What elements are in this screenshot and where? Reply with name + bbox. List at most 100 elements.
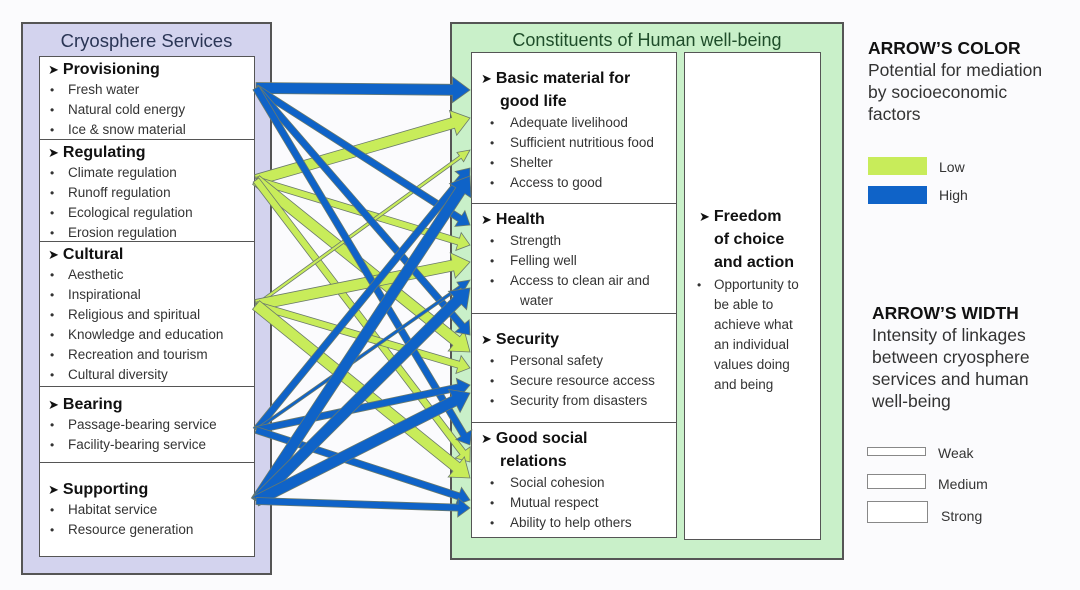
bullet-arrow-icon: ➤ [48, 62, 59, 77]
color-swatch-high [868, 186, 927, 204]
freedom-description: •Opportunity to be able to achieve what … [697, 277, 799, 392]
service-item: •Knowledge and education [50, 327, 224, 342]
wellbeing-item: •Ability to help others [490, 515, 632, 530]
service-item: •Ice & snow material [50, 122, 186, 137]
wellbeing-item: •Shelter [490, 155, 553, 170]
bullet-arrow-icon: ➤ [481, 71, 492, 86]
color-label-high: High [939, 187, 968, 203]
bullet-arrow-icon: ➤ [48, 145, 59, 160]
bullet-arrow-icon: ➤ [481, 431, 492, 446]
width-swatch-weak [867, 447, 926, 456]
color-legend-title: ARROW’S COLOR [868, 38, 1021, 58]
human-wellbeing-title: Constituents of Human well-being [512, 30, 782, 50]
service-item: •Fresh water [50, 82, 140, 97]
service-box-cultural: ➤Cultural •Aesthetic •Inspirational •Rel… [39, 241, 255, 387]
service-item: •Climate regulation [50, 165, 177, 180]
width-legend: ARROW’S WIDTH Intensity of linkages betw… [872, 303, 1030, 412]
linkage-arrow-bearing-to-good-social-relations [254, 426, 471, 506]
freedom-heading: ➤Freedom of choice and action [699, 208, 795, 271]
linkage-arrow-cultural-to-health [254, 252, 471, 311]
color-legend-desc-line: factors [868, 104, 921, 124]
linkage-arrow-regulating-to-security [252, 175, 471, 353]
linkage-arrow-supporting-to-security [252, 388, 471, 507]
color-legend-desc-line: by socioeconomic [868, 82, 1008, 102]
wellbeing-item: •Adequate livelihood [490, 115, 628, 130]
wellbeing-box-freedom: ➤Freedom of choice and action •Opportuni… [684, 52, 821, 540]
wellbeing-item: •Security from disasters [490, 393, 648, 408]
wellbeing-box-social-relations: ➤Good social relations •Social cohesion … [471, 422, 677, 538]
linkage-arrow-bearing-to-basic-material-for-good-life [252, 167, 471, 433]
linkage-arrow-provisioning-to-health [253, 84, 471, 227]
linkage-arrow-regulating-to-good-social-relations [252, 177, 471, 463]
wellbeing-item: •Access to good [490, 175, 603, 190]
wellbeing-box-basic-material: ➤Basic material for good life •Adequate … [471, 52, 677, 204]
bullet-arrow-icon: ➤ [481, 212, 492, 227]
bullet-arrow-icon: ➤ [48, 482, 59, 497]
service-item: •Recreation and tourism [50, 347, 208, 362]
linkage-arrow-supporting-to-health [251, 287, 471, 506]
width-legend-desc-line: between cryosphere [872, 347, 1030, 367]
service-item: •Passage-bearing service [50, 417, 217, 432]
service-box-bearing: ➤Bearing •Passage-bearing service •Facil… [39, 386, 255, 463]
color-swatch-low [868, 157, 927, 175]
width-swatch-medium [867, 474, 926, 489]
width-label-medium: Medium [938, 476, 988, 492]
bullet-arrow-icon: ➤ [48, 247, 59, 262]
service-item: •Facility-bearing service [50, 437, 207, 452]
service-heading: ➤Bearing [48, 396, 123, 413]
width-legend-desc-line: services and human [872, 369, 1029, 389]
wellbeing-heading: ➤Good social relations [481, 430, 588, 470]
linkage-arrow-provisioning-to-basic-material-for-good-life [255, 76, 471, 104]
service-item: •Runoff regulation [50, 185, 171, 200]
width-label-weak: Weak [938, 445, 974, 461]
service-box-provisioning: ➤Provisioning •Fresh water •Natural cold… [39, 56, 255, 140]
linkage-arrow-supporting-to-good-social-relations [255, 497, 471, 518]
wellbeing-item: •Mutual respect [490, 495, 599, 510]
linkage-arrow-regulating-to-basic-material-for-good-life [254, 109, 471, 186]
bullet-arrow-icon: ➤ [699, 209, 710, 224]
service-item: •Aesthetic [50, 267, 124, 282]
linkage-arrow-bearing-to-health [254, 279, 471, 432]
service-item: •Inspirational [50, 287, 141, 302]
linkage-arrow-provisioning-to-good-social-relations [252, 85, 473, 446]
service-heading: ➤Cultural [48, 246, 124, 263]
width-legend-title: ARROW’S WIDTH [872, 303, 1019, 323]
linkage-arrow-bearing-to-security [254, 377, 471, 434]
bullet-arrow-icon: ➤ [48, 397, 59, 412]
service-heading: ➤Regulating [48, 144, 146, 161]
wellbeing-item: •Sufficient nutritious food [490, 135, 654, 150]
linkage-arrow-regulating-to-health [254, 176, 471, 252]
service-box-supporting: ➤Supporting •Habitat service •Resource g… [39, 462, 255, 557]
width-legend-desc-line: well-being [872, 391, 951, 411]
service-item: •Natural cold energy [50, 102, 186, 117]
service-heading: ➤Provisioning [48, 61, 160, 78]
service-item: •Habitat service [50, 502, 158, 517]
wellbeing-item: •Social cohesion [490, 475, 605, 490]
service-item: •Cultural diversity [50, 367, 168, 382]
service-item: •Ecological regulation [50, 205, 193, 220]
width-legend-desc-line: Intensity of linkages [872, 325, 1026, 345]
service-item: •Resource generation [50, 522, 194, 537]
service-item: •Erosion regulation [50, 225, 177, 240]
wellbeing-item: •Felling well [490, 253, 577, 268]
width-swatch-strong [867, 501, 928, 523]
bullet-arrow-icon: ➤ [481, 332, 492, 347]
color-label-low: Low [939, 159, 965, 175]
color-legend-desc-line: Potential for mediation [868, 60, 1043, 80]
service-item: •Religious and spiritual [50, 307, 201, 322]
wellbeing-item: •Secure resource access [490, 373, 655, 388]
wellbeing-heading: ➤Security [481, 331, 560, 348]
linkage-arrow-provisioning-to-security [252, 85, 471, 336]
linkage-arrow-supporting-to-basic-material-for-good-life [250, 175, 472, 505]
width-label-strong: Strong [941, 508, 983, 524]
wellbeing-item: •Personal safety [490, 353, 604, 368]
linkage-arrow-cultural-to-basic-material-for-good-life [254, 149, 471, 307]
wellbeing-item: •Strength [490, 233, 562, 248]
linkage-arrow-cultural-to-good-social-relations [251, 300, 471, 479]
wellbeing-heading: ➤Basic material for good life [481, 70, 631, 110]
service-heading: ➤Supporting [48, 481, 149, 498]
service-box-regulating: ➤Regulating •Climate regulation •Runoff … [39, 139, 255, 242]
linkage-arrow-cultural-to-security [254, 301, 471, 375]
wellbeing-box-security: ➤Security •Personal safety •Secure resou… [471, 313, 677, 423]
wellbeing-heading: ➤Health [481, 211, 545, 228]
